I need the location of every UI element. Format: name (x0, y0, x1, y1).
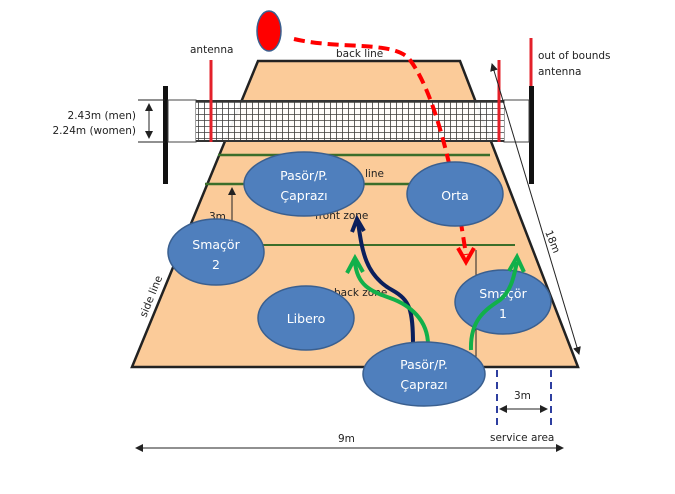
player-middle[interactable]: Orta (406, 161, 504, 227)
width-label: 9m (338, 433, 355, 445)
player-label: Orta (441, 188, 469, 203)
length-arrow (490, 63, 581, 355)
antenna-label: antenna (190, 44, 233, 56)
ball-path-arrow (293, 37, 468, 256)
back-line-label: back line (336, 48, 383, 60)
player-label: Libero (287, 311, 326, 326)
attack-line-label: line (365, 168, 384, 180)
net-height-women: 2.24m (women) (53, 125, 137, 137)
player-label: Smaçör (192, 237, 240, 252)
attack-path-arrow-right (468, 261, 519, 351)
ball (256, 10, 282, 52)
player-label: Pasör/P. (280, 168, 328, 183)
out-of-bounds-label-2: antenna (538, 66, 581, 78)
net-left-band (167, 99, 197, 143)
service-width-label: 3m (514, 390, 531, 402)
player-label: 2 (212, 257, 220, 272)
player-libero[interactable]: Libero (257, 285, 355, 351)
player-label: Smaçör (479, 286, 527, 301)
right-post (529, 86, 534, 184)
player-label: Pasör/P. (400, 357, 448, 372)
player-spiker-2[interactable]: Smaçör 2 (167, 218, 265, 286)
net (196, 101, 504, 141)
out-of-bounds-label-1: out of bounds (538, 50, 611, 62)
service-area-label: service area (490, 432, 554, 444)
player-label: Çaprazı (280, 188, 327, 203)
player-setter-front[interactable]: Pasör/P. Çaprazı (243, 151, 365, 217)
player-spiker-1[interactable]: Smaçör 1 (454, 269, 552, 335)
player-label: Çaprazı (400, 377, 447, 392)
net-right-band (503, 99, 530, 143)
net-height-men: 2.43m (men) (68, 110, 136, 122)
player-label: 1 (499, 306, 507, 321)
player-setter-back[interactable]: Pasör/P. Çaprazı (362, 341, 486, 407)
left-post (163, 86, 168, 184)
attack-path-arrow-left (353, 261, 430, 346)
setter-path-arrow (356, 221, 415, 346)
